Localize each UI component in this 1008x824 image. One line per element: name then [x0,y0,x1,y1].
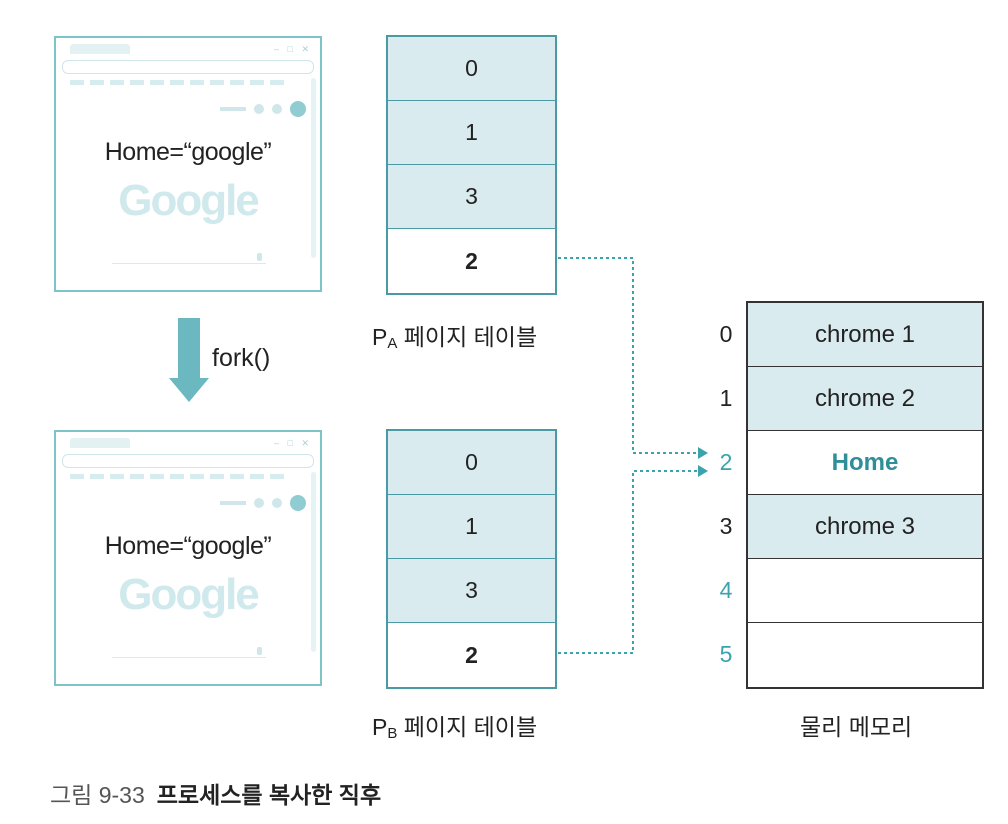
fork-arrow-shaft [178,318,200,380]
account-row [220,100,306,118]
fork-arrow-icon [169,378,209,402]
avatar-icon [290,495,306,511]
frame-index: 5 [719,641,733,667]
page-table-b: 0 1 3 2 [386,429,557,689]
page-table-entry: 0 [388,37,555,101]
page-table-a-label: PA 페이지 테이블 [372,318,537,352]
frame-index: 4 [719,577,733,603]
memory-frame-empty [748,559,982,623]
arrowhead-a-icon [698,447,708,459]
address-bar [62,454,314,468]
tab-bar: – □ ✕ [62,42,316,56]
search-box [112,251,266,264]
browser-tab [70,44,130,54]
label-prefix: P [372,714,388,740]
page-table-entry: 1 [388,101,555,165]
home-variable-text: Home=“google” [104,138,272,166]
bookmarks-bar [70,80,290,85]
page-table-b-label: PB 페이지 테이블 [372,708,537,742]
notification-icon [272,498,282,508]
figure-number: 그림 9-33 [50,782,145,808]
links-placeholder [220,107,246,111]
mic-icon [257,253,262,261]
memory-frame: chrome 1 [748,303,982,367]
home-variable-text: Home=“google” [104,532,272,560]
label-subscript: A [387,335,398,352]
avatar-icon [290,101,306,117]
frame-index: 0 [719,321,733,347]
page-table-entry-home: 2 [465,247,478,274]
figure-caption: 그림 9-33 프로세스를 복사한 직후 [50,776,381,810]
account-row [220,494,306,512]
tab-bar: – □ ✕ [62,436,316,450]
memory-frame-empty [748,623,982,687]
apps-icon [254,104,264,114]
page-table-entry: 1 [388,495,555,559]
window-controls-icon: – □ ✕ [274,44,312,54]
fork-label: fork() [212,344,271,372]
frame-index: 1 [719,385,733,411]
physical-memory: chrome 1 chrome 2 Home chrome 3 [746,301,984,689]
browser-window-parent: – □ ✕ Home=“google” Google [54,36,322,292]
memory-frame-home: Home [748,431,982,495]
page-table-entry: 3 [388,165,555,229]
label-prefix: P [372,324,388,350]
arrowhead-b-icon [698,465,708,477]
apps-icon [254,498,264,508]
google-logo: Google [118,570,260,619]
figure-title: 프로세스를 복사한 직후 [156,782,382,808]
notification-icon [272,104,282,114]
label-suffix: 페이지 테이블 [397,324,538,350]
page-table-entry-home: 2 [465,641,478,668]
connector-b [558,470,698,654]
address-bar [62,60,314,74]
memory-frame: chrome 3 [748,495,982,559]
page-table-entry: 0 [388,431,555,495]
label-subscript: B [387,725,398,742]
label-suffix: 페이지 테이블 [397,714,538,740]
memory-frame: chrome 2 [748,367,982,431]
page-table-a: 0 1 3 2 [386,35,557,295]
google-logo: Google [118,176,260,225]
physical-memory-label: 물리 메모리 [800,714,913,740]
mic-icon [257,647,262,655]
links-placeholder [220,501,246,505]
window-controls-icon: – □ ✕ [274,438,312,448]
bookmarks-bar [70,474,290,479]
scrollbar [311,472,316,652]
frame-index: 3 [719,513,733,539]
browser-window-child: – □ ✕ Home=“google” Google [54,430,322,686]
frame-index: 2 [719,449,733,475]
connector-a [558,257,698,454]
page-table-entry: 3 [388,559,555,623]
scrollbar [311,78,316,258]
browser-tab [70,438,130,448]
search-box [112,645,266,658]
